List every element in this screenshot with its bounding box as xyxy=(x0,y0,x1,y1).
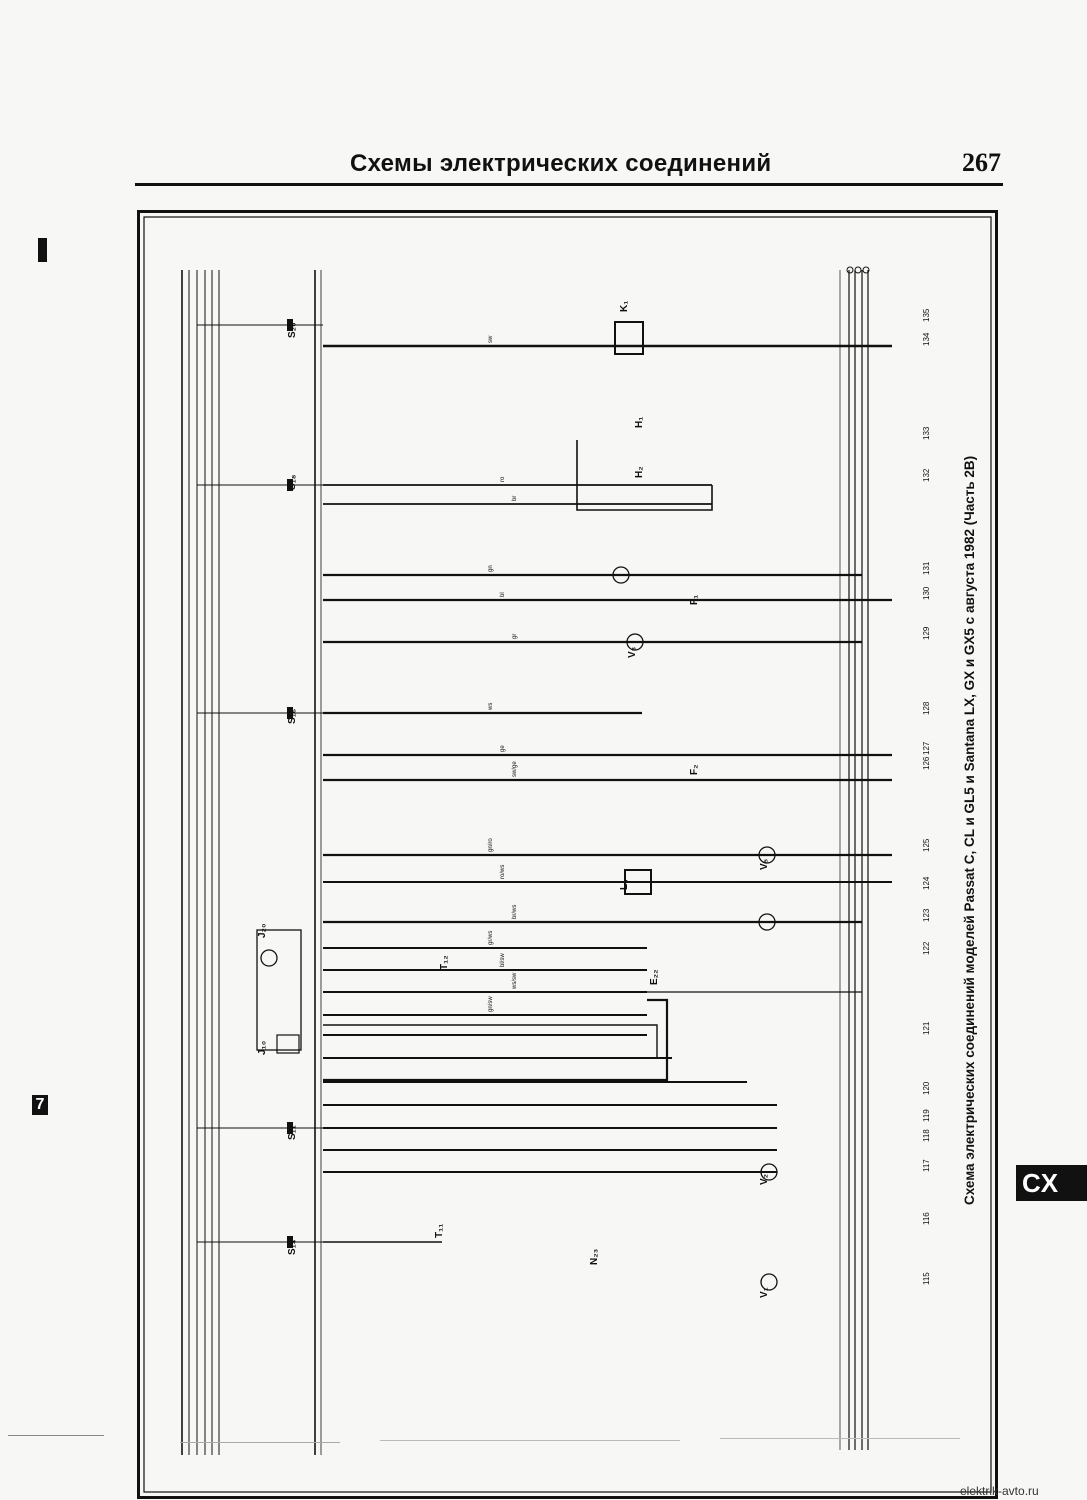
wire-color-label: sw xyxy=(488,335,494,343)
wire-color-label: ws xyxy=(488,703,494,711)
component-label: E₂₂ xyxy=(649,969,660,985)
wire-color-label: gn xyxy=(488,565,494,572)
column-number: 135 xyxy=(922,308,931,322)
column-number: 123 xyxy=(922,908,931,922)
component-label: T₁₂ xyxy=(439,955,450,970)
wire-color-label: ws/sw xyxy=(512,972,518,990)
relay-box xyxy=(624,869,652,895)
column-number: 131 xyxy=(922,561,931,575)
header-rule xyxy=(135,183,1003,186)
wire-color-label: gr xyxy=(512,634,518,639)
control-unit-circle xyxy=(260,949,278,967)
component-label: S₁₁ xyxy=(287,1125,298,1140)
component-label: S₁₄ xyxy=(287,1239,298,1255)
outer-frame xyxy=(137,210,998,1499)
relay-coil xyxy=(276,1034,300,1054)
chapter-number-marker: 7 xyxy=(32,1095,48,1115)
column-number: 122 xyxy=(922,941,931,955)
component-label: H₂ xyxy=(634,466,645,478)
component-label: H₁ xyxy=(634,417,645,428)
component-label: K₁ xyxy=(619,301,630,312)
footer-dash xyxy=(180,1442,340,1443)
component-label: J₂₀ xyxy=(257,923,268,938)
footer-dash xyxy=(720,1438,960,1439)
feed-wire xyxy=(323,1024,658,1058)
loop-wire xyxy=(323,998,669,1082)
relay-box xyxy=(614,321,644,355)
control-unit-box xyxy=(256,929,302,1051)
component-circle xyxy=(612,566,630,584)
column-number: 120 xyxy=(922,1081,931,1095)
component-circle xyxy=(758,913,776,931)
component-circle xyxy=(760,1273,778,1291)
component-label: T₁₁ xyxy=(434,1224,445,1238)
component-label: L₃ xyxy=(619,879,630,890)
column-number: 126 xyxy=(922,756,931,770)
component-label: S₂₀ xyxy=(287,322,298,338)
component-label: V₃ xyxy=(627,646,638,658)
component-label: V₂ xyxy=(759,1174,770,1185)
wire-color-label: br xyxy=(512,496,518,501)
wire-color-label: ro xyxy=(500,476,506,482)
wire-color-label: br/ws xyxy=(512,905,518,919)
wire-color-label: ge xyxy=(500,745,506,752)
page-header-title: Схемы электрических соединений xyxy=(350,150,772,177)
column-number: 121 xyxy=(922,1021,931,1035)
terminal-circle xyxy=(862,266,870,274)
wire-color-label: bl xyxy=(500,592,506,597)
footer-dash xyxy=(380,1440,680,1441)
component-circle xyxy=(760,1163,778,1181)
component-circle xyxy=(626,633,644,651)
inner-frame xyxy=(143,216,992,1493)
wire-color-label: gn/ro xyxy=(488,838,494,852)
wire-color-label: gr/ws xyxy=(488,931,494,945)
diagram-title: Схема электрических соединений моделей P… xyxy=(962,455,977,1205)
wire-color-label: sw/ge xyxy=(512,761,518,777)
horn-wire xyxy=(576,440,713,511)
column-number: 119 xyxy=(922,1109,931,1122)
column-number: 133 xyxy=(922,426,931,440)
column-number: 116 xyxy=(922,1212,931,1225)
component-label: J₁₀ xyxy=(257,1041,268,1055)
component-label: S₁₈ xyxy=(287,474,298,490)
component-circle xyxy=(758,846,776,864)
column-number: 129 xyxy=(922,626,931,640)
terminal-circle xyxy=(854,266,862,274)
component-label: F₁ xyxy=(689,595,700,605)
chapter-tab[interactable]: CX xyxy=(1016,1165,1087,1201)
column-number: 125 xyxy=(922,838,931,852)
footer-rule xyxy=(8,1435,104,1436)
wire-color-label: gn/sw xyxy=(488,996,494,1012)
component-label: V₅ xyxy=(759,858,770,870)
column-number: 132 xyxy=(922,468,931,482)
column-number: 127 xyxy=(922,741,931,755)
column-number: 134 xyxy=(922,332,931,346)
column-number: 128 xyxy=(922,701,931,715)
margin-bar xyxy=(38,238,47,262)
component-label: N₂₃ xyxy=(589,1248,600,1265)
terminal-circle xyxy=(846,266,854,274)
column-number: 124 xyxy=(922,876,931,890)
column-number: 117 xyxy=(922,1159,931,1172)
wire-color-label: bl/sw xyxy=(500,953,506,967)
wire-color-label: ro/ws xyxy=(500,865,506,879)
column-number: 118 xyxy=(922,1129,931,1142)
component-label: S₁₆ xyxy=(287,709,298,724)
column-number: 130 xyxy=(922,586,931,600)
column-number: 115 xyxy=(922,1272,931,1285)
component-label: V₁ xyxy=(759,1287,770,1298)
page-number: 267 xyxy=(962,148,1001,177)
footer-site: elektrik-avto.ru xyxy=(960,1484,1039,1498)
component-label: F₂ xyxy=(689,764,700,775)
